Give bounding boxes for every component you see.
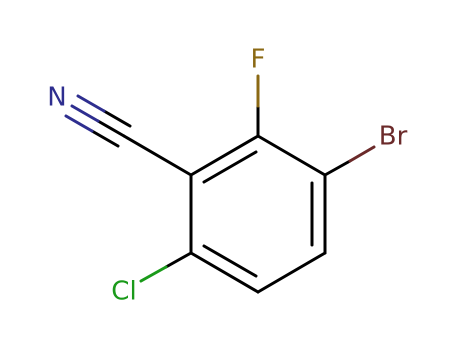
- atom-label-chlorine: Cl: [111, 277, 136, 307]
- bond-cn-triple-1: [96, 119, 126, 138]
- bond-c5-c6-inner: [202, 244, 258, 278]
- bond-c4-c5: [256, 251, 327, 294]
- bond-c3-br-colored: [348, 145, 376, 163]
- atom-label-nitrogen: N: [47, 83, 66, 113]
- bond-c6-cl-colored: [139, 265, 168, 283]
- atom-label-bromine: Br: [379, 122, 408, 152]
- bond-c2-c3: [256, 134, 327, 177]
- bond-c6-cl: [164, 251, 193, 269]
- bond-c5-c6: [189, 251, 260, 294]
- bond-cn-triple-2-colored: [76, 94, 106, 113]
- bond-cn-triple-2: [102, 109, 132, 128]
- bond-cn-triple-1-colored: [70, 104, 100, 123]
- bond-c1-c2-inner: [202, 150, 258, 184]
- atom-label-fluorine: F: [251, 45, 266, 75]
- bond-c3-br: [323, 159, 352, 177]
- bond-cn-triple-3-colored: [64, 114, 94, 133]
- bond-cn-triple-3: [90, 129, 120, 148]
- bond-c1-cn: [122, 134, 193, 177]
- bond-c1-c2: [189, 134, 260, 177]
